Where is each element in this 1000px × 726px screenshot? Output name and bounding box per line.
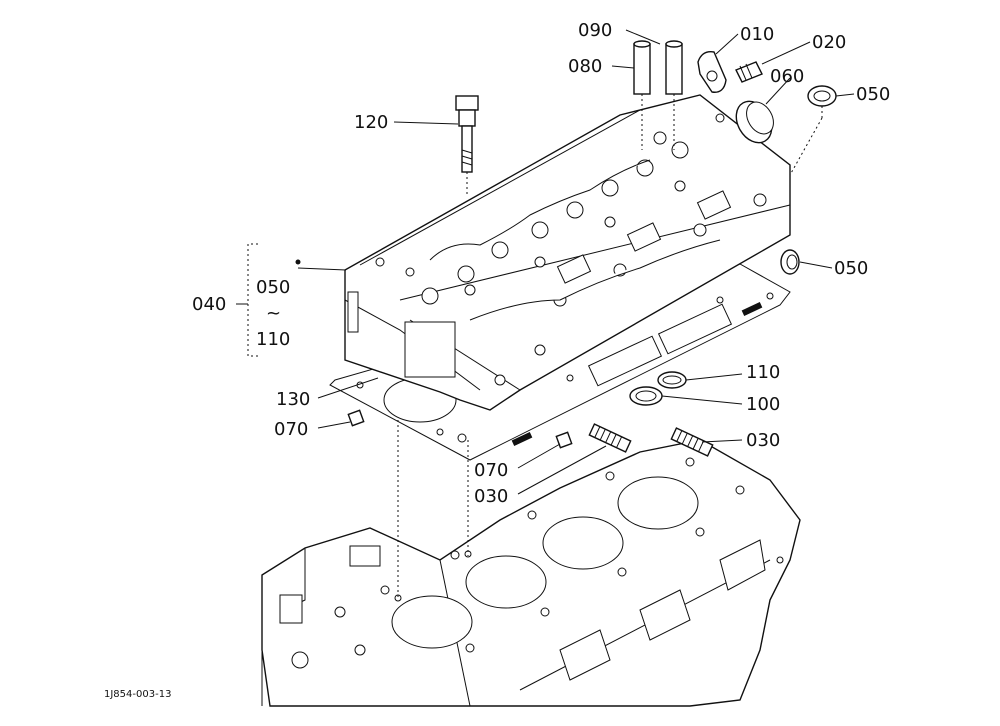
- valve-guides: [633, 40, 683, 150]
- head-bolt: [455, 95, 479, 196]
- cylinder-head: [344, 94, 791, 411]
- callout-030-right: 030: [746, 430, 780, 451]
- callout-130: 130: [276, 389, 310, 410]
- callout-070-center: 070: [474, 460, 508, 481]
- engine-block: [261, 439, 801, 707]
- callout-070-left: 070: [274, 419, 308, 440]
- callout-040: 040: [192, 294, 226, 315]
- callout-110: 110: [746, 362, 780, 383]
- callout-060: 060: [770, 66, 804, 87]
- range-bracket: 050 ~ 110: [247, 243, 290, 357]
- callout-050-side: 050: [834, 258, 868, 279]
- callout-080: 080: [568, 56, 602, 77]
- callout-100: 100: [746, 394, 780, 415]
- callout-120: 120: [354, 112, 388, 133]
- seal-ring: [780, 85, 837, 275]
- figure-code: 1J854-003-13: [104, 689, 171, 700]
- cup-plug: [735, 100, 774, 144]
- callouts: 090 080 010 020 060 050 120 040 050 110 …: [192, 20, 890, 507]
- callout-020: 020: [812, 32, 846, 53]
- range-to-label: 110: [256, 329, 290, 350]
- callout-090: 090: [578, 20, 612, 41]
- plugs-070: [347, 409, 573, 449]
- range-tilde: ~: [266, 303, 281, 324]
- callout-030-center: 030: [474, 486, 508, 507]
- callout-050-top: 050: [856, 84, 890, 105]
- alignment-lines: [397, 117, 823, 600]
- studs: [588, 423, 714, 457]
- packing-rings: [629, 371, 687, 406]
- callout-010: 010: [740, 24, 774, 45]
- range-from-label: 050: [256, 277, 290, 298]
- leader-lines: [236, 29, 855, 495]
- hook-and-fitting: [697, 51, 763, 93]
